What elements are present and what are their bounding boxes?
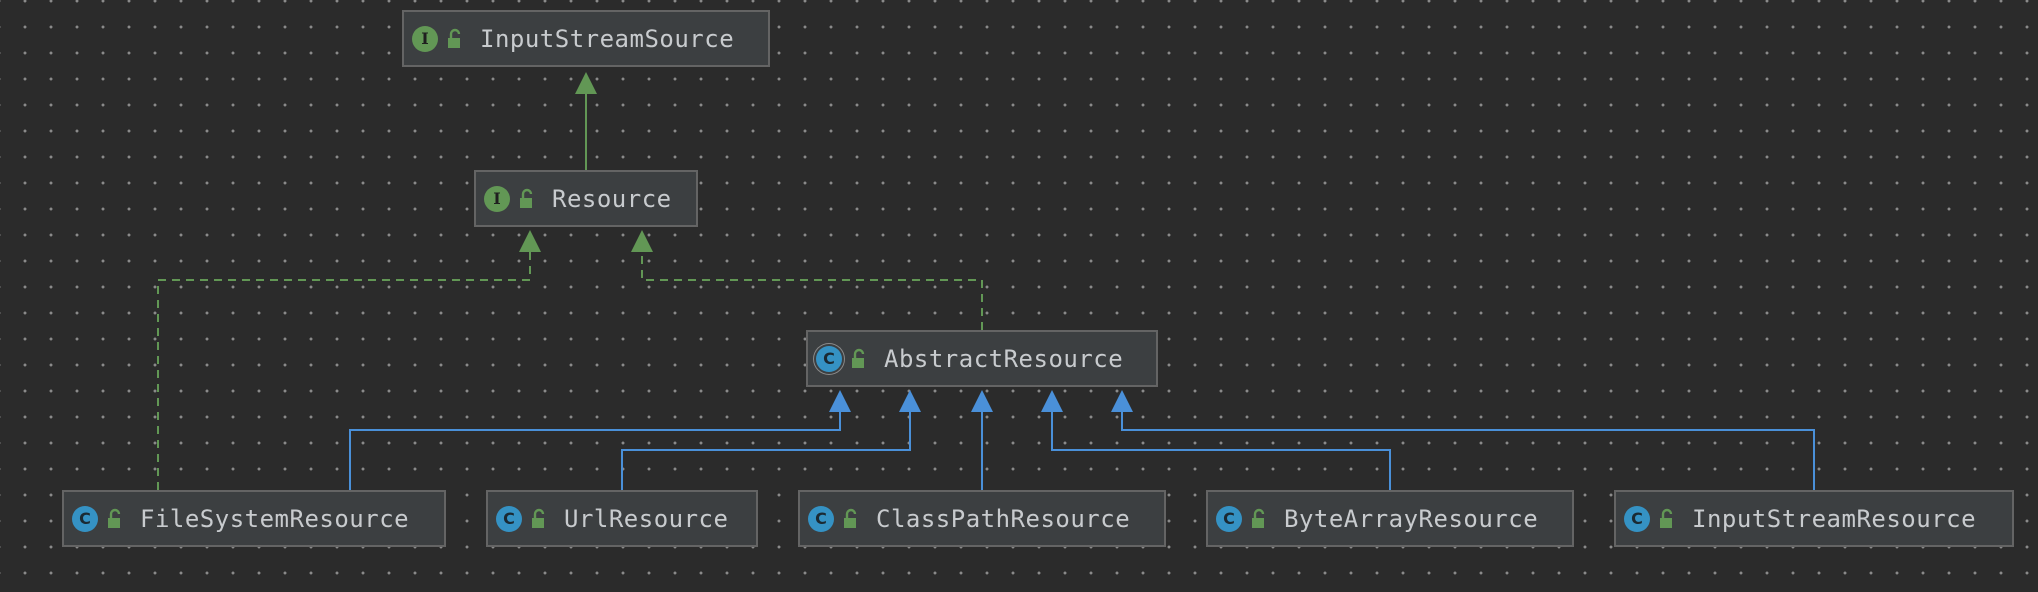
- class-icon: C: [1216, 505, 1242, 532]
- class-icon: C: [72, 505, 98, 532]
- node-abstract-resource[interactable]: C AbstractResource: [806, 330, 1158, 387]
- edge-resource-extends-input-stream-source: [575, 72, 597, 170]
- node-label: ByteArrayResource: [1284, 504, 1539, 533]
- public-lock-icon: [852, 348, 865, 368]
- node-input-stream-source[interactable]: I InputStreamSource: [402, 10, 770, 67]
- public-lock-icon: [1252, 508, 1265, 528]
- edge-file-system-resource-extends-abstract-resource: [349, 390, 851, 490]
- node-label: AbstractResource: [884, 344, 1124, 373]
- node-label: ClassPathResource: [876, 504, 1131, 533]
- edge-abstract-resource-implements-resource: [631, 230, 983, 330]
- class-icon: C: [496, 505, 522, 532]
- edge-input-stream-resource-extends-abstract-resource: [1111, 390, 1815, 490]
- node-url-resource[interactable]: C UrlResource: [486, 490, 758, 547]
- edge-file-system-resource-implements-resource: [157, 230, 541, 490]
- public-lock-icon: [844, 508, 857, 528]
- public-lock-icon: [532, 508, 545, 528]
- node-input-stream-resource[interactable]: C InputStreamResource: [1614, 490, 2014, 547]
- node-label: InputStreamResource: [1692, 504, 1977, 533]
- interface-icon: I: [412, 25, 438, 52]
- public-lock-icon: [520, 188, 533, 208]
- node-class-path-resource[interactable]: C ClassPathResource: [798, 490, 1166, 547]
- node-label: InputStreamSource: [480, 24, 735, 53]
- public-lock-icon: [108, 508, 121, 528]
- abstract-class-icon: C: [816, 345, 842, 372]
- class-icon: C: [1624, 505, 1650, 532]
- edge-url-resource-extends-abstract-resource: [621, 390, 921, 490]
- node-byte-array-resource[interactable]: C ByteArrayResource: [1206, 490, 1574, 547]
- node-label: Resource: [552, 184, 672, 213]
- edge-class-path-resource-extends-abstract-resource: [971, 390, 993, 490]
- class-icon: C: [808, 505, 834, 532]
- node-label: UrlResource: [564, 504, 729, 533]
- public-lock-icon: [1660, 508, 1673, 528]
- node-resource[interactable]: I Resource: [474, 170, 698, 227]
- node-label: FileSystemResource: [140, 504, 410, 533]
- edge-byte-array-resource-extends-abstract-resource: [1041, 390, 1391, 490]
- public-lock-icon: [448, 28, 461, 48]
- interface-icon: I: [484, 185, 510, 212]
- node-file-system-resource[interactable]: C FileSystemResource: [62, 490, 446, 547]
